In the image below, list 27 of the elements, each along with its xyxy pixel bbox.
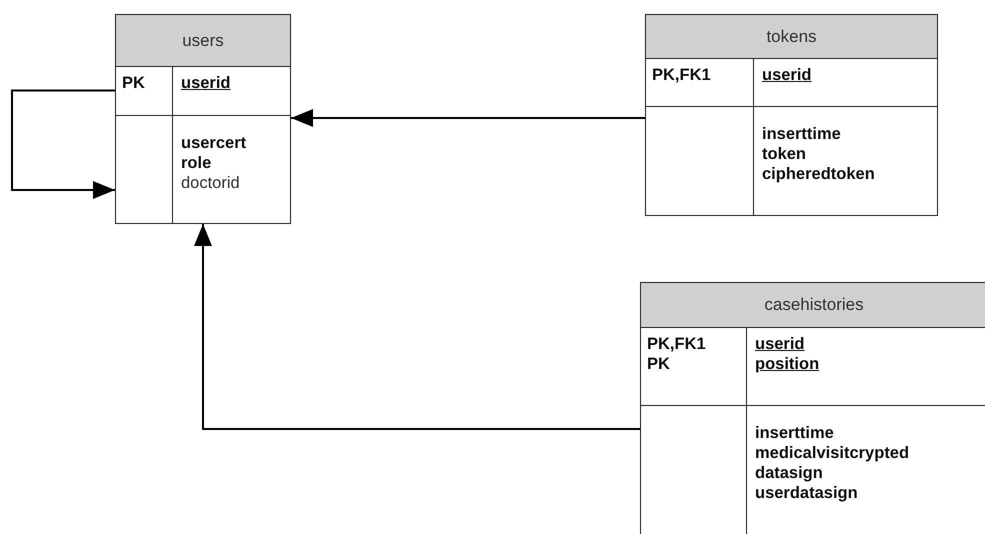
table-header: casehistories bbox=[641, 283, 985, 328]
field-name: role bbox=[181, 153, 212, 173]
table-header: users bbox=[116, 15, 290, 67]
primary-key-field: userid bbox=[755, 334, 805, 354]
entity-table bbox=[115, 14, 291, 224]
field-name: medicalvisitcrypted bbox=[755, 443, 910, 463]
field-name: token bbox=[762, 144, 806, 164]
field-name: doctorid bbox=[181, 173, 240, 193]
primary-key-field: userid bbox=[762, 65, 812, 85]
field-name: userdatasign bbox=[755, 483, 858, 503]
primary-key-field: userid bbox=[181, 73, 231, 93]
field-name: inserttime bbox=[762, 124, 841, 144]
field-name: inserttime bbox=[755, 423, 834, 443]
key-type-label: PK,FK1 bbox=[652, 65, 711, 85]
field-name: cipheredtoken bbox=[762, 164, 875, 184]
key-type-label: PK,FK1 bbox=[647, 334, 706, 354]
field-name: usercert bbox=[181, 133, 246, 153]
entity-table bbox=[645, 14, 938, 216]
relationship-arrow bbox=[194, 224, 640, 430]
entity-table bbox=[640, 282, 985, 534]
relationship-arrow bbox=[291, 109, 645, 127]
primary-key-field: position bbox=[755, 354, 820, 374]
key-type-label: PK bbox=[122, 73, 145, 93]
key-type-label: PK bbox=[647, 354, 670, 374]
relationship-arrow bbox=[11, 90, 115, 199]
field-name: datasign bbox=[755, 463, 823, 483]
table-header: tokens bbox=[646, 15, 937, 59]
